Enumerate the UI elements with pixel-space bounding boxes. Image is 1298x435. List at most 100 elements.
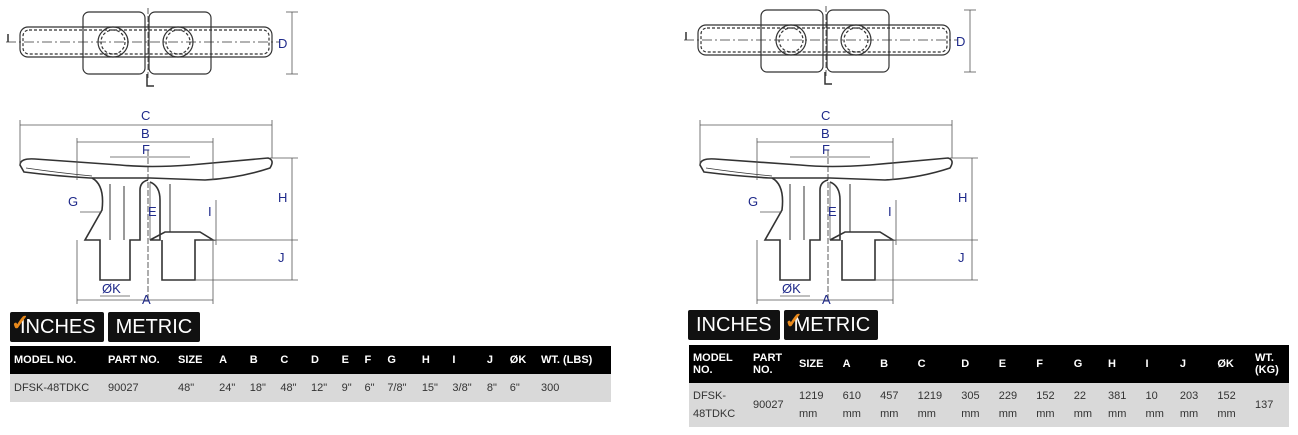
- cell: DFSK-48TDKC: [689, 383, 749, 427]
- tab-inches-label: INCHES: [696, 314, 772, 336]
- col-header: PART NO.: [104, 346, 174, 374]
- col-header: SIZE: [174, 346, 216, 374]
- dim-label-g: G: [748, 194, 758, 209]
- tab-metric[interactable]: ✓ METRIC: [783, 308, 879, 340]
- cell: 90027: [104, 374, 174, 402]
- cell: 90027: [749, 383, 795, 427]
- dim-label-i: I: [888, 204, 892, 219]
- dim-label-i: I: [208, 204, 212, 219]
- cell: 152 mm: [1032, 383, 1070, 427]
- cell: 457 mm: [876, 383, 914, 427]
- col-header: ØK: [505, 346, 537, 374]
- col-header: F: [360, 346, 384, 374]
- unit-tabs: ✓ INCHES METRIC: [10, 310, 201, 342]
- cell: 48": [276, 374, 307, 402]
- cell: DFSK-48TDKC: [10, 374, 104, 402]
- col-header: WT. (KG): [1251, 345, 1289, 383]
- cell: 1219 mm: [913, 383, 958, 427]
- dim-label-j: J: [278, 250, 285, 265]
- dim-label-j: J: [958, 250, 965, 265]
- col-header: MODEL NO.: [10, 346, 104, 374]
- dim-label-a: A: [142, 292, 151, 307]
- metric-panel: C B F G E I H J ØK A D INCHES ✓ METRIC M…: [680, 0, 1290, 435]
- col-header: I: [1141, 345, 1176, 383]
- cell: 3/8": [448, 374, 483, 402]
- tab-inches[interactable]: ✓ INCHES: [10, 310, 104, 342]
- cell: 229 mm: [994, 383, 1033, 427]
- spec-table-metric: MODEL NO. PART NO. SIZE A B C D E F G H …: [689, 345, 1289, 427]
- cell: 300: [537, 374, 611, 402]
- cleat-drawing: C B F G E I H J ØK A D: [684, 6, 978, 307]
- col-header: SIZE: [795, 345, 839, 383]
- tab-inches-label: INCHES: [20, 316, 96, 338]
- cell: 7/8": [383, 374, 418, 402]
- dim-label-e: E: [828, 204, 837, 219]
- col-header: I: [448, 346, 483, 374]
- dim-label-c: C: [141, 108, 150, 123]
- col-header: H: [417, 346, 449, 374]
- dim-label-e: E: [148, 204, 157, 219]
- dim-label-b: B: [821, 126, 830, 141]
- cell: 48": [174, 374, 216, 402]
- check-icon: ✓: [784, 308, 804, 333]
- tab-metric-label: METRIC: [115, 316, 193, 338]
- cell: 203 mm: [1175, 383, 1214, 427]
- dim-label-k: ØK: [782, 281, 801, 296]
- cell: 8": [482, 374, 506, 402]
- dim-label-g: G: [68, 194, 78, 209]
- cell: 137: [1251, 383, 1289, 427]
- col-header: G: [1069, 345, 1105, 383]
- cell: 1219 mm: [795, 383, 839, 427]
- tab-metric[interactable]: METRIC: [107, 312, 201, 342]
- col-header: D: [957, 345, 995, 383]
- top-view-base-right: [148, 11, 212, 75]
- cell: 12": [306, 374, 338, 402]
- col-header: E: [994, 345, 1033, 383]
- spec-table-inches: MODEL NO. PART NO. SIZE A B C D E F G H …: [10, 346, 611, 402]
- check-icon: ✓: [11, 310, 30, 335]
- col-header: J: [482, 346, 506, 374]
- col-header: B: [245, 346, 277, 374]
- col-header: MODEL NO.: [689, 345, 749, 383]
- col-header: PART NO.: [749, 345, 795, 383]
- col-header: E: [337, 346, 361, 374]
- inches-panel: C B F G E I H J ØK A D ✓ INCHES METRIC M…: [0, 0, 620, 435]
- col-header: WT. (LBS): [537, 346, 611, 374]
- dim-label-h: H: [278, 190, 287, 205]
- tab-metric-label: METRIC: [793, 314, 871, 336]
- col-header: J: [1175, 345, 1214, 383]
- tab-inches[interactable]: INCHES: [688, 310, 780, 340]
- col-header: C: [276, 346, 307, 374]
- dim-label-k: ØK: [102, 281, 121, 296]
- dim-label-h: H: [958, 190, 967, 205]
- table-row: DFSK-48TDKC 90027 1219 mm 610 mm 457 mm …: [689, 383, 1289, 427]
- dim-label-d: D: [278, 36, 287, 51]
- table-header-row: MODEL NO. PART NO. SIZE A B C D E F G H …: [10, 346, 611, 374]
- col-header: G: [383, 346, 418, 374]
- cell: 305 mm: [957, 383, 995, 427]
- top-view-base-left: [82, 11, 146, 75]
- cell: 152 mm: [1213, 383, 1251, 427]
- col-header: H: [1104, 345, 1142, 383]
- col-header: A: [215, 346, 246, 374]
- dim-label-c: C: [821, 108, 830, 123]
- cell: 22 mm: [1069, 383, 1105, 427]
- dim-label-d: D: [956, 34, 965, 49]
- col-header: D: [306, 346, 338, 374]
- col-header: C: [913, 345, 958, 383]
- table-header-row: MODEL NO. PART NO. SIZE A B C D E F G H …: [689, 345, 1289, 383]
- cell: 18": [245, 374, 277, 402]
- cell: 10 mm: [1141, 383, 1176, 427]
- col-header: B: [876, 345, 914, 383]
- cell: 15": [417, 374, 449, 402]
- cell: 610 mm: [838, 383, 877, 427]
- cell: 24": [215, 374, 246, 402]
- dim-label-f: F: [822, 142, 830, 157]
- col-header: A: [838, 345, 877, 383]
- col-header: ØK: [1213, 345, 1251, 383]
- cell: 6": [505, 374, 537, 402]
- cell: 9": [337, 374, 361, 402]
- cell: 381 mm: [1104, 383, 1142, 427]
- col-header: F: [1032, 345, 1070, 383]
- cell: 6": [360, 374, 384, 402]
